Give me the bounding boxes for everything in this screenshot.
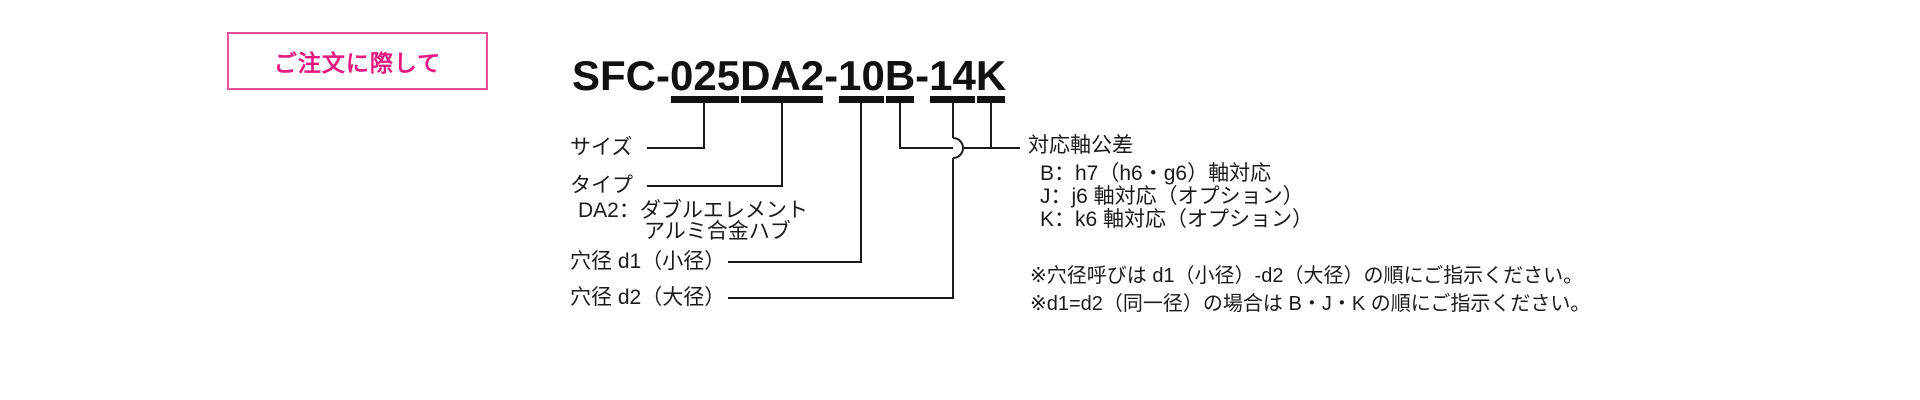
order-note-box: ご注文に際して bbox=[227, 32, 488, 90]
tolerance-options: B：h7（h6・g6）軸対応 J：j6 軸対応（オプション） K：k6 軸対応（… bbox=[1040, 163, 1313, 232]
pn-seg-tolerance-k: K bbox=[976, 55, 1006, 103]
bore-d2-label: 穴径 d2（大径） bbox=[570, 286, 726, 309]
type-label: タイプ bbox=[570, 174, 633, 197]
type-leader-line bbox=[647, 103, 783, 187]
tolerance-b-leader-line bbox=[899, 103, 1020, 149]
tolerance-option-b: B：h7（h6・g6）軸対応 bbox=[1040, 162, 1272, 185]
order-note-label: ご注文に際して bbox=[273, 50, 442, 76]
pn-seg-bore-d2: 14 bbox=[929, 55, 976, 103]
footnote-bore-order: ※穴径呼びは d1（小径）-d2（大径）の順にご指示ください。 bbox=[1030, 265, 1584, 287]
bore-d1-leader-line bbox=[728, 103, 862, 263]
part-number: SFC- 025 DA2 - 10 B - 14 K bbox=[572, 52, 1006, 103]
bore-d2-leader-line bbox=[728, 103, 954, 299]
underline-bar-size bbox=[671, 96, 740, 103]
tolerance-title: 対応軸公差 bbox=[1028, 134, 1133, 157]
type-desc-line1: DA2：ダブルエレメント bbox=[578, 199, 808, 222]
size-leader-line bbox=[647, 103, 705, 149]
pn-seg-tolerance-b: B bbox=[885, 55, 915, 103]
underline-bar-type bbox=[741, 96, 824, 103]
type-desc-line2: アルミ合金ハブ bbox=[644, 220, 791, 243]
pn-seg-hyphen2: - bbox=[915, 52, 930, 99]
pn-seg-hyphen1: - bbox=[824, 52, 839, 99]
footnotes: ※穴径呼びは d1（小径）-d2（大径）の順にご指示ください。 ※d1=d2（同… bbox=[1030, 262, 1590, 318]
pn-seg-bore-d1: 10 bbox=[838, 55, 885, 103]
underline-bar-d2 bbox=[930, 96, 975, 103]
underline-bar-d1 bbox=[839, 96, 884, 103]
pn-seg-prefix: SFC- bbox=[572, 52, 670, 99]
tolerance-option-k: K：k6 軸対応（オプション） bbox=[1040, 208, 1314, 231]
line-jump-arc bbox=[952, 137, 964, 159]
pn-seg-size: 025 bbox=[670, 55, 740, 103]
underline-bar-tol-b bbox=[885, 96, 915, 103]
tolerance-option-j: J：j6 軸対応（オプション） bbox=[1040, 185, 1304, 208]
pn-seg-type: DA2 bbox=[740, 55, 824, 103]
bore-d1-label: 穴径 d1（小径） bbox=[570, 250, 726, 273]
footnote-same-diameter: ※d1=d2（同一径）の場合は B・J・K の順にご指示ください。 bbox=[1030, 293, 1591, 315]
size-label: サイズ bbox=[570, 136, 633, 159]
underline-bar-tol-k bbox=[976, 96, 1006, 103]
